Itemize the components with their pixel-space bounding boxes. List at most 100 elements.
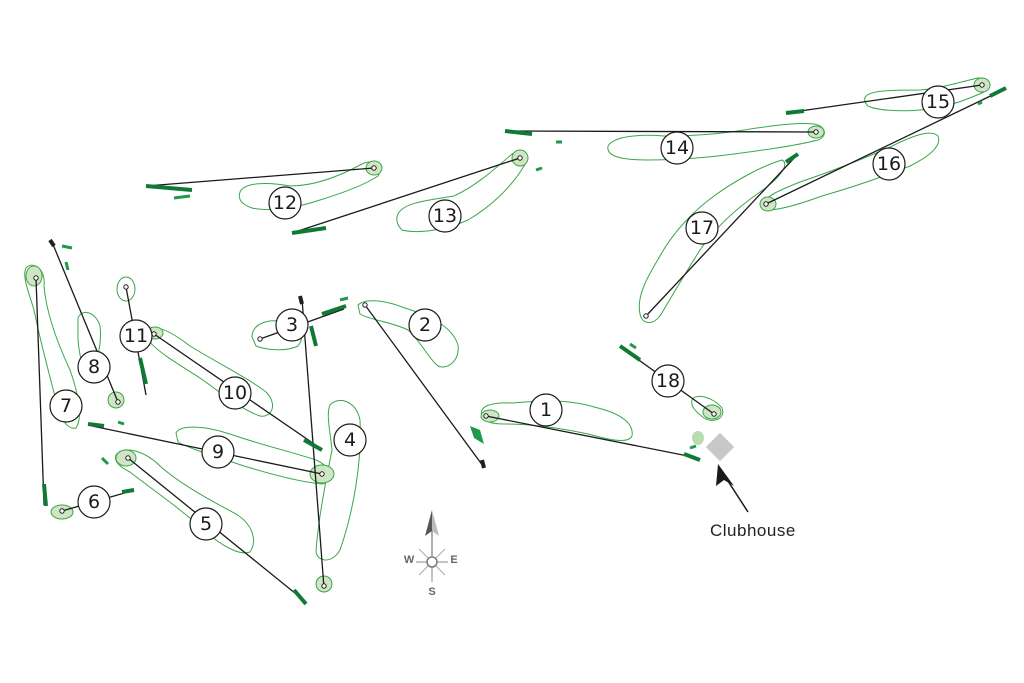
pin-13 [517, 155, 523, 161]
clubhouse-arrow-icon [716, 464, 734, 486]
fairway-2 [357, 300, 459, 368]
tee-9b [117, 420, 125, 426]
fairway-12 [238, 161, 381, 211]
tee-2b [480, 459, 486, 469]
pin-8 [115, 399, 121, 405]
hole-number-16: 16 [877, 153, 901, 175]
compass-west-label: W [404, 554, 415, 566]
pins-layer [33, 82, 985, 589]
hole-number-18: 18 [656, 370, 680, 392]
hole-number-8: 8 [88, 356, 100, 378]
tees-layer [42, 86, 1007, 606]
hole-line-14 [504, 130, 817, 133]
hole-badge-1[interactable]: 1 [529, 393, 563, 427]
tee-13b [535, 166, 543, 172]
hole-badge-9[interactable]: 9 [201, 435, 235, 469]
tee-3 [321, 304, 347, 316]
tee-3b [339, 296, 349, 302]
hole-number-2: 2 [419, 314, 431, 336]
pin-3 [257, 336, 263, 342]
hole-number-15: 15 [926, 91, 950, 113]
hole-badge-8[interactable]: 8 [77, 350, 111, 384]
fairway-1 [480, 400, 633, 441]
pin-14 [813, 129, 819, 135]
clubhouse-pointer-line [725, 477, 749, 513]
clubhouse-label: Clubhouse [710, 521, 796, 540]
fairway-17 [638, 159, 786, 323]
hole-line-15 [785, 84, 983, 114]
hole-number-6: 6 [88, 491, 100, 513]
tee-7 [42, 483, 48, 507]
tee-18b [629, 342, 637, 350]
tee-12 [145, 184, 193, 192]
fairway-14 [607, 122, 825, 161]
hole-number-4: 4 [344, 429, 356, 451]
hole-number-5: 5 [200, 513, 212, 535]
hole-number-1: 1 [540, 399, 552, 421]
clubhouse-building [705, 432, 735, 462]
hole-number-11: 11 [124, 325, 148, 347]
compass-center [426, 556, 438, 568]
green-7 [25, 265, 43, 287]
hole-number-10: 10 [223, 382, 247, 404]
tee-1b [689, 444, 697, 450]
tee-4b [298, 295, 304, 305]
hole-line-1 [485, 415, 699, 459]
hole-number-14: 14 [665, 137, 689, 159]
hole-line-13 [291, 157, 521, 234]
hole-badge-18[interactable]: 18 [651, 364, 685, 398]
fairway-18 [691, 395, 724, 421]
tee-10 [303, 438, 323, 452]
hole-line-7 [35, 277, 45, 506]
tee-5 [292, 588, 308, 606]
tee-5b [100, 456, 110, 466]
hole-badge-14[interactable]: 14 [660, 131, 694, 165]
green-8 [107, 391, 125, 409]
green-1 [480, 409, 500, 423]
tee-16 [989, 86, 1007, 98]
hole-badge-6[interactable]: 6 [77, 485, 111, 519]
tee-9 [87, 422, 105, 428]
tee-17 [784, 152, 800, 164]
hole-badges: 1 2 3 4 5 6 7 8 9 10 11 12 13 14 15 16 1… [49, 85, 955, 541]
hole-badge-3[interactable]: 3 [275, 308, 309, 342]
tee-2 [470, 426, 484, 444]
hole-badge-2[interactable]: 2 [408, 308, 442, 342]
hole-badge-7[interactable]: 7 [49, 389, 83, 423]
hole-badge-17[interactable]: 17 [685, 211, 719, 245]
hole-badge-10[interactable]: 10 [218, 376, 252, 410]
tee-14 [504, 129, 533, 136]
tee-18 [618, 344, 642, 362]
fairway-4 [315, 400, 361, 561]
hole-badge-16[interactable]: 16 [872, 147, 906, 181]
pin-17 [643, 313, 649, 319]
hole-badge-15[interactable]: 15 [921, 85, 955, 119]
tee-8c [64, 261, 70, 271]
compass-south-label: S [428, 586, 435, 598]
hole-line-12 [145, 167, 375, 187]
pin-2 [362, 302, 368, 308]
hole-badge-5[interactable]: 5 [189, 507, 223, 541]
hole-badge-12[interactable]: 12 [268, 186, 302, 220]
fairway-10 [147, 327, 274, 417]
north-arrow-icon [425, 510, 432, 536]
fairway-7 [24, 264, 80, 429]
hole-badge-11[interactable]: 11 [119, 319, 153, 353]
hole-number-9: 9 [212, 441, 224, 463]
hole-number-12: 12 [273, 192, 297, 214]
clubhouse[interactable]: Clubhouse [705, 432, 796, 540]
hole-badge-4[interactable]: 4 [333, 423, 367, 457]
hole-number-13: 13 [433, 205, 457, 227]
tee-12b [173, 194, 191, 200]
pin-18 [711, 411, 717, 417]
pin-11 [123, 284, 129, 290]
compass-east-label: E [450, 554, 457, 566]
compass-rose: W E S [404, 510, 458, 598]
hole-number-17: 17 [690, 217, 714, 239]
hole-badge-13[interactable]: 13 [428, 199, 462, 233]
fairway-13 [396, 151, 527, 233]
practice-green [692, 431, 704, 445]
pin-15 [979, 82, 985, 88]
hole-line-2 [364, 304, 484, 467]
hole-line-17 [645, 155, 797, 317]
